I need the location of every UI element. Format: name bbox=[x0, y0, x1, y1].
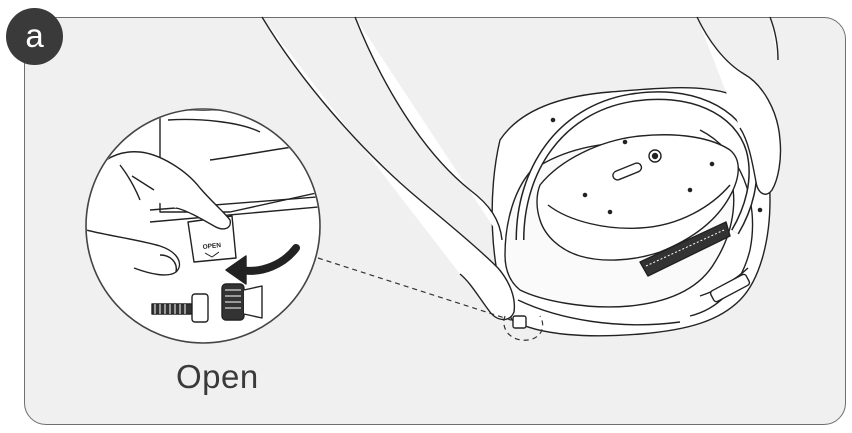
arrow-curved-icon bbox=[225, 244, 300, 285]
hands bbox=[261, 16, 782, 321]
screw-icon bbox=[151, 283, 263, 323]
latch-open-text: OPEN bbox=[202, 242, 221, 251]
open-caption: Open bbox=[176, 358, 259, 395]
callout-lines bbox=[317, 257, 544, 341]
vent-grille bbox=[639, 221, 731, 277]
pool-robot bbox=[491, 87, 771, 337]
step-badge: a bbox=[6, 8, 63, 65]
zoom-detail: OPEN bbox=[85, 108, 321, 344]
